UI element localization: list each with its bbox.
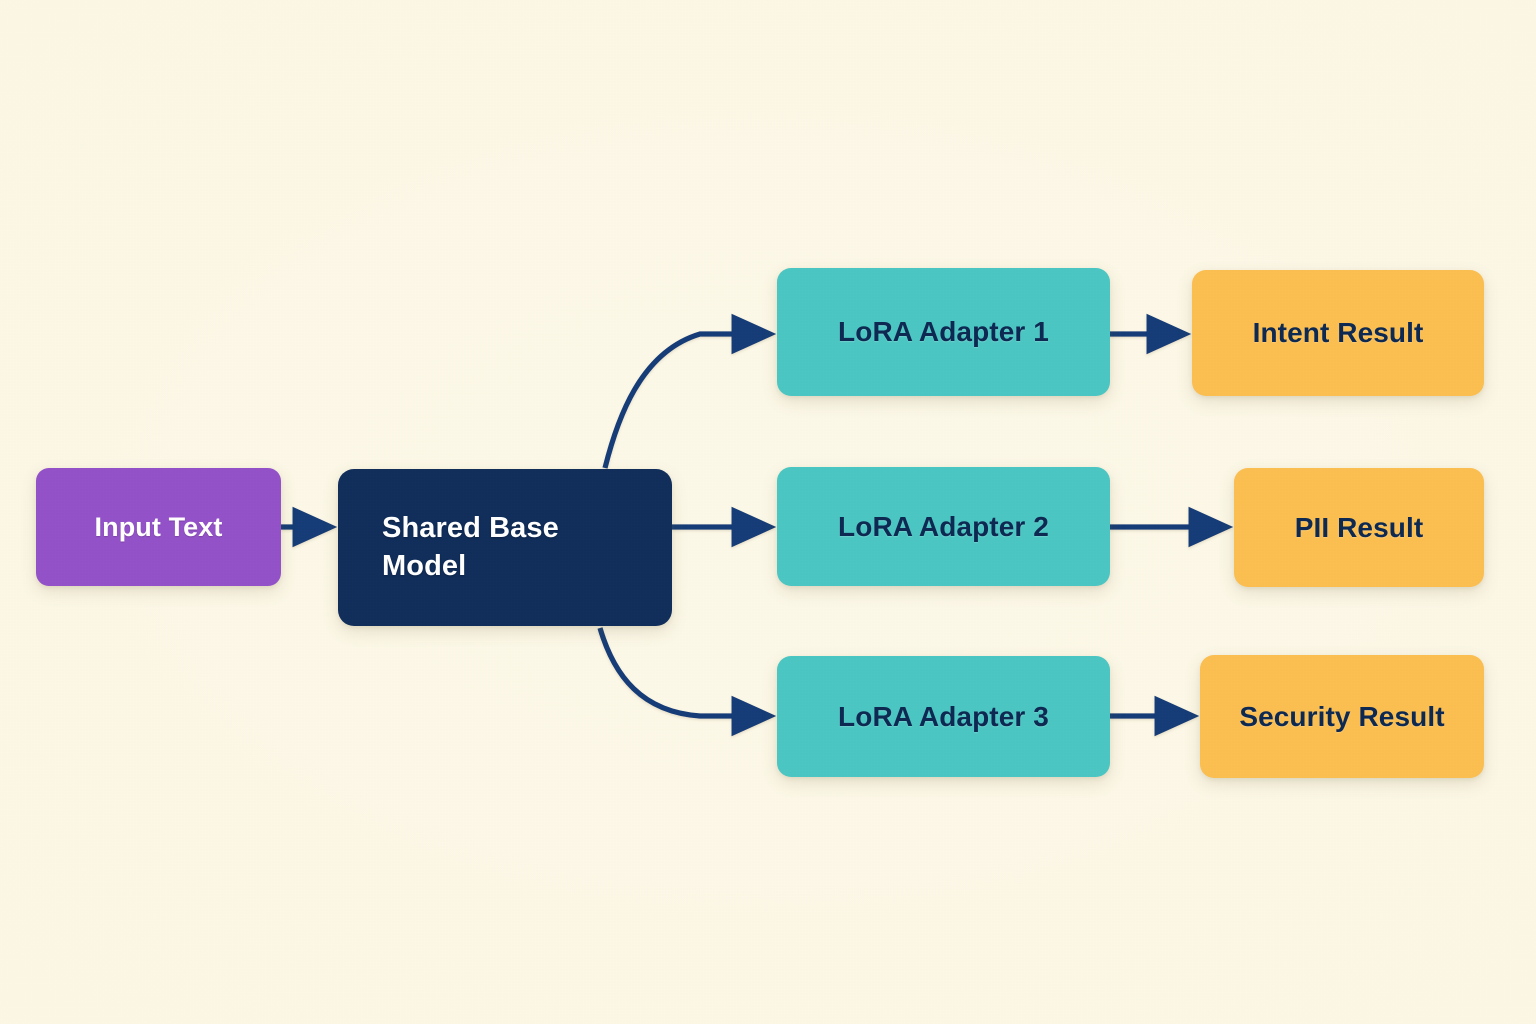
node-pii-result[interactable]: PII Result xyxy=(1234,468,1484,587)
edge-base-to-adapter-3 xyxy=(597,627,777,737)
node-input-text-label: Input Text xyxy=(94,511,223,542)
node-lora-adapter-2[interactable]: LoRA Adapter 2 xyxy=(777,467,1110,586)
node-lora-adapter-3[interactable]: LoRA Adapter 3 xyxy=(777,656,1110,777)
node-lora-adapter-1[interactable]: LoRA Adapter 1 xyxy=(777,268,1110,396)
node-input-text[interactable]: Input Text xyxy=(36,468,281,586)
node-intent-result-label: Intent Result xyxy=(1252,317,1424,349)
node-security-result[interactable]: Security Result xyxy=(1200,655,1484,778)
node-pii-result-label: PII Result xyxy=(1294,511,1424,543)
node-lora-adapter-2-label: LoRA Adapter 2 xyxy=(838,510,1049,542)
node-shared-base-model-label: Shared Base Model xyxy=(382,512,559,582)
edge-base-to-adapter-1 xyxy=(602,313,777,469)
node-security-result-label: Security Result xyxy=(1239,700,1445,732)
node-lora-adapter-1-label: LoRA Adapter 1 xyxy=(838,316,1049,348)
node-intent-result[interactable]: Intent Result xyxy=(1192,270,1484,396)
node-lora-adapter-3-label: LoRA Adapter 3 xyxy=(838,700,1049,732)
node-shared-base-model[interactable]: Shared Base Model xyxy=(338,469,672,626)
